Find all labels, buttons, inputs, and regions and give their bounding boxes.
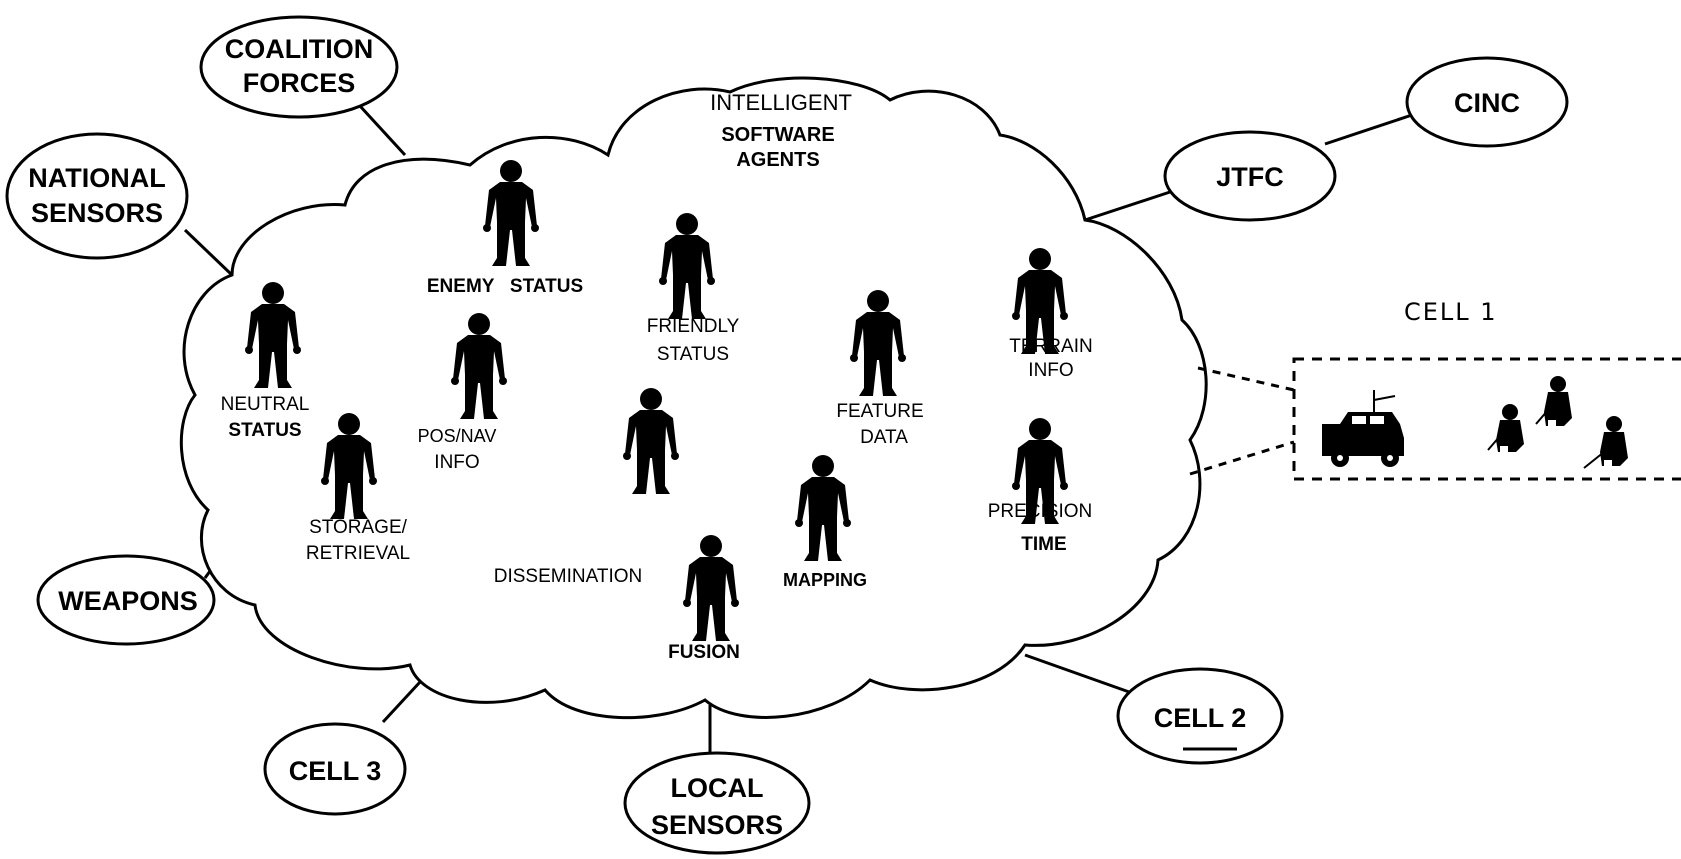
node-cell2-line1: CELL 2 — [1154, 703, 1247, 733]
agent-label-precision-1: PRECISION — [988, 501, 1093, 522]
node-national-sensors: NATIONAL SENSORS — [5, 132, 189, 260]
node-weapons-line1: WEAPONS — [58, 586, 198, 616]
agent-label-precision-2: TIME — [1021, 534, 1066, 555]
agent-label-feature-2: DATA — [860, 427, 908, 448]
link-cinc — [1324, 113, 1413, 146]
connection-lines — [183, 104, 1413, 758]
node-local-line2: SENSORS — [651, 810, 783, 840]
node-cell3-line1: CELL 3 — [289, 756, 382, 786]
agent-label-dissemination: DISSEMINATION — [494, 566, 643, 587]
link-coalition — [358, 104, 407, 157]
node-national-line1: NATIONAL — [28, 163, 165, 193]
cell1-label: CELL 1 — [1404, 298, 1498, 326]
node-jtfc: JTFC — [1163, 130, 1337, 222]
agent-label-friendly-status-1: FRIENDLY — [647, 316, 740, 337]
agent-label-fusion: FUSION — [668, 642, 740, 663]
node-coalition-line2: FORCES — [243, 68, 356, 98]
link-cell2 — [1024, 653, 1133, 695]
agent-label-storage-1: STORAGE/ — [309, 517, 408, 538]
cloud-title-line1: INTELLIGENT — [710, 90, 852, 115]
cloud-title-line2: SOFTWARE — [721, 124, 834, 146]
agent-label-neutral-status-2: STATUS — [228, 420, 301, 441]
link-cell3 — [381, 680, 422, 724]
agent-labels: ENEMY STATUS FRIENDLY STATUS NEUTRAL STA… — [221, 276, 1093, 663]
node-weapons: WEAPONS — [36, 554, 216, 646]
cell1-connector-top — [1197, 366, 1295, 392]
agent-label-neutral-status-1: NEUTRAL — [221, 394, 310, 415]
vehicle-icon — [1322, 390, 1404, 467]
agent-label-storage-2: RETRIEVAL — [306, 543, 410, 564]
agent-label-pos-nav-1: POS/NAV — [418, 426, 497, 446]
cell1-group: CELL 1 — [1189, 298, 1681, 481]
agent-label-friendly-status-2: STATUS — [657, 344, 729, 365]
node-local-sensors: LOCAL SENSORS — [623, 751, 811, 855]
node-cell3: CELL 3 — [263, 722, 407, 816]
cloud-title: INTELLIGENT SOFTWARE AGENTS — [710, 90, 852, 171]
node-cinc-line1: CINC — [1454, 88, 1520, 118]
soldier-icon — [1535, 376, 1572, 426]
node-coalition-forces: COALITION FORCES — [199, 15, 399, 119]
cloud-boundary — [179, 76, 1208, 720]
node-national-line2: SENSORS — [31, 198, 163, 228]
node-cell2: CELL 2 — [1116, 667, 1284, 765]
agent-label-enemy-status: ENEMY STATUS — [427, 276, 583, 297]
soldier-icon — [1487, 404, 1524, 452]
link-national — [183, 228, 234, 277]
node-cinc: CINC — [1405, 56, 1569, 148]
agent-label-feature-1: FEATURE — [836, 401, 923, 422]
soldier-icon — [1583, 416, 1628, 469]
agent-label-terrain-2: INFO — [1028, 360, 1073, 381]
node-local-line1: LOCAL — [671, 773, 764, 803]
node-jtfc-line1: JTFC — [1216, 162, 1284, 192]
agent-label-mapping: MAPPING — [783, 570, 867, 590]
node-coalition-line1: COALITION — [225, 34, 374, 64]
cell1-connector-bottom — [1189, 440, 1295, 476]
agent-label-pos-nav-2: INFO — [434, 452, 479, 473]
external-nodes: COALITION FORCES NATIONAL SENSORS WEAPON… — [5, 15, 1569, 855]
cloud-title-line3: AGENTS — [736, 149, 819, 171]
link-jtfc — [1084, 190, 1171, 222]
agent-label-terrain-1: TERRAIN — [1009, 336, 1092, 357]
